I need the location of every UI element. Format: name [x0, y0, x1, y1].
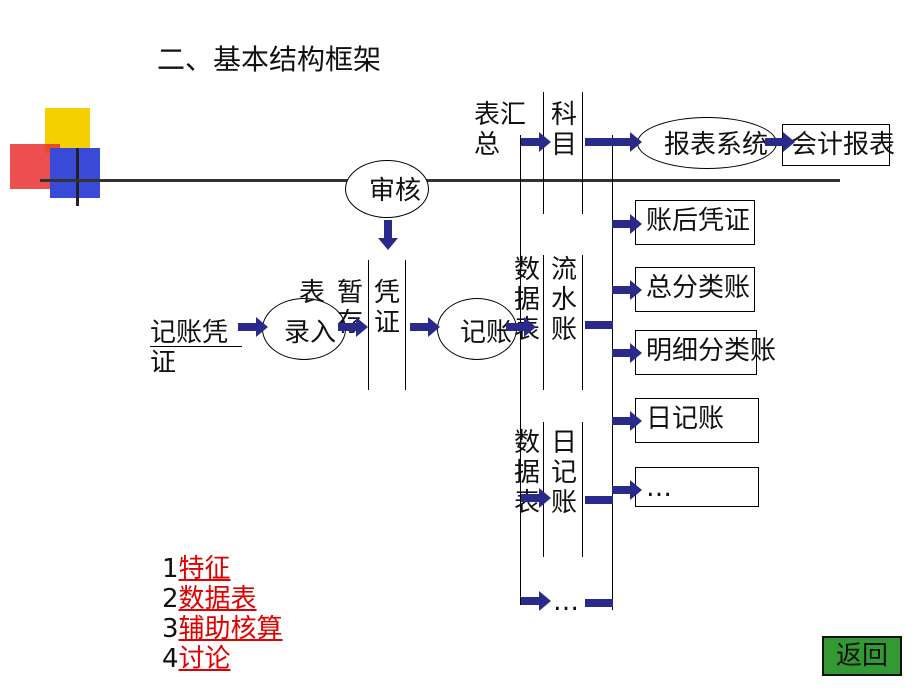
output-general-ledger: 总分类账 — [635, 267, 755, 312]
daily-store-label-left: 数据表 — [513, 428, 540, 518]
arrow-to-daily-ledger — [612, 411, 642, 431]
trunk-line-left — [520, 135, 521, 605]
link-item-2: 2数据表 — [162, 584, 257, 614]
audit-node-label: 审核 — [369, 176, 422, 206]
audit-node — [345, 160, 429, 218]
journal-store-line-1 — [543, 255, 544, 390]
arrow-to-daily — [521, 488, 551, 508]
arrow-voucher-to-entry — [238, 317, 268, 337]
link-auxiliary-accounting[interactable]: 辅助核算 — [178, 614, 283, 644]
link-item-3: 3辅助核算 — [162, 614, 283, 644]
link-data-tables[interactable]: 数据表 — [178, 584, 257, 614]
summary-store-line-2 — [582, 92, 583, 214]
page-title: 二、基本结构框架 — [157, 43, 382, 76]
daily-store-label-right: 日记账 — [550, 428, 577, 518]
link-item-4: 4讨论 — [162, 644, 231, 674]
entry-node-label: 录入 — [284, 318, 337, 348]
voucher-store-label: 凭证 — [373, 278, 400, 338]
summary-store-label-right: 科目 — [550, 100, 577, 160]
arrow-report-to-output — [765, 132, 795, 152]
topic-links: 1特征 2数据表 3辅助核算 4讨论 — [162, 554, 283, 674]
arrow-to-detail-ledger — [612, 343, 642, 363]
output-accounting-report: 会计报表 — [782, 124, 895, 166]
arrow-bottom — [521, 591, 551, 611]
arrow-to-general-ledger — [612, 280, 642, 300]
arrow-to-posted-voucher — [612, 214, 642, 234]
arrow-entry-to-store — [338, 317, 368, 337]
daily-store-line-2 — [582, 422, 583, 557]
summary-store-line-1 — [543, 92, 544, 214]
voucher-label-underline — [150, 346, 242, 347]
journal-store-line-2 — [582, 255, 583, 390]
decorative-logo — [10, 108, 135, 208]
output-daily-ledger: 日记账 — [635, 398, 759, 443]
journal-store-label-right: 流水账 — [550, 255, 577, 345]
back-button[interactable]: 返回 — [822, 636, 902, 676]
arrow-audit-down — [378, 220, 398, 250]
trunk-line-right — [612, 135, 613, 610]
temp-store-label-1: 表 — [299, 278, 326, 308]
arrow-to-summary — [521, 132, 551, 152]
summary-store-label-left: 表汇总 — [474, 100, 544, 170]
entry-node — [262, 298, 346, 360]
arrow-store-to-posting — [410, 317, 440, 337]
report-system-label: 报表系统 — [664, 130, 769, 160]
link-item-1: 1特征 — [162, 554, 231, 584]
link-discussion[interactable]: 讨论 — [178, 644, 231, 674]
daily-store-line-1 — [543, 422, 544, 557]
voucher-store-line-2 — [405, 260, 406, 390]
arrow-posting-to-journal — [506, 317, 536, 337]
output-more: … — [635, 467, 759, 507]
posting-node-label: 记账 — [460, 318, 513, 348]
summary-store-label-text: 表汇总 — [474, 100, 527, 160]
voucher-label: 记账凭证 — [150, 318, 229, 378]
arrow-to-report-system — [612, 132, 642, 152]
posting-node — [437, 298, 517, 360]
link-features[interactable]: 特征 — [178, 554, 231, 584]
voucher-store-line-1 — [368, 260, 369, 390]
arrow-to-more — [612, 480, 642, 500]
header-divider — [40, 179, 840, 182]
bottom-ellipsis: … — [553, 587, 579, 617]
output-posted-voucher: 账后凭证 — [635, 200, 755, 245]
